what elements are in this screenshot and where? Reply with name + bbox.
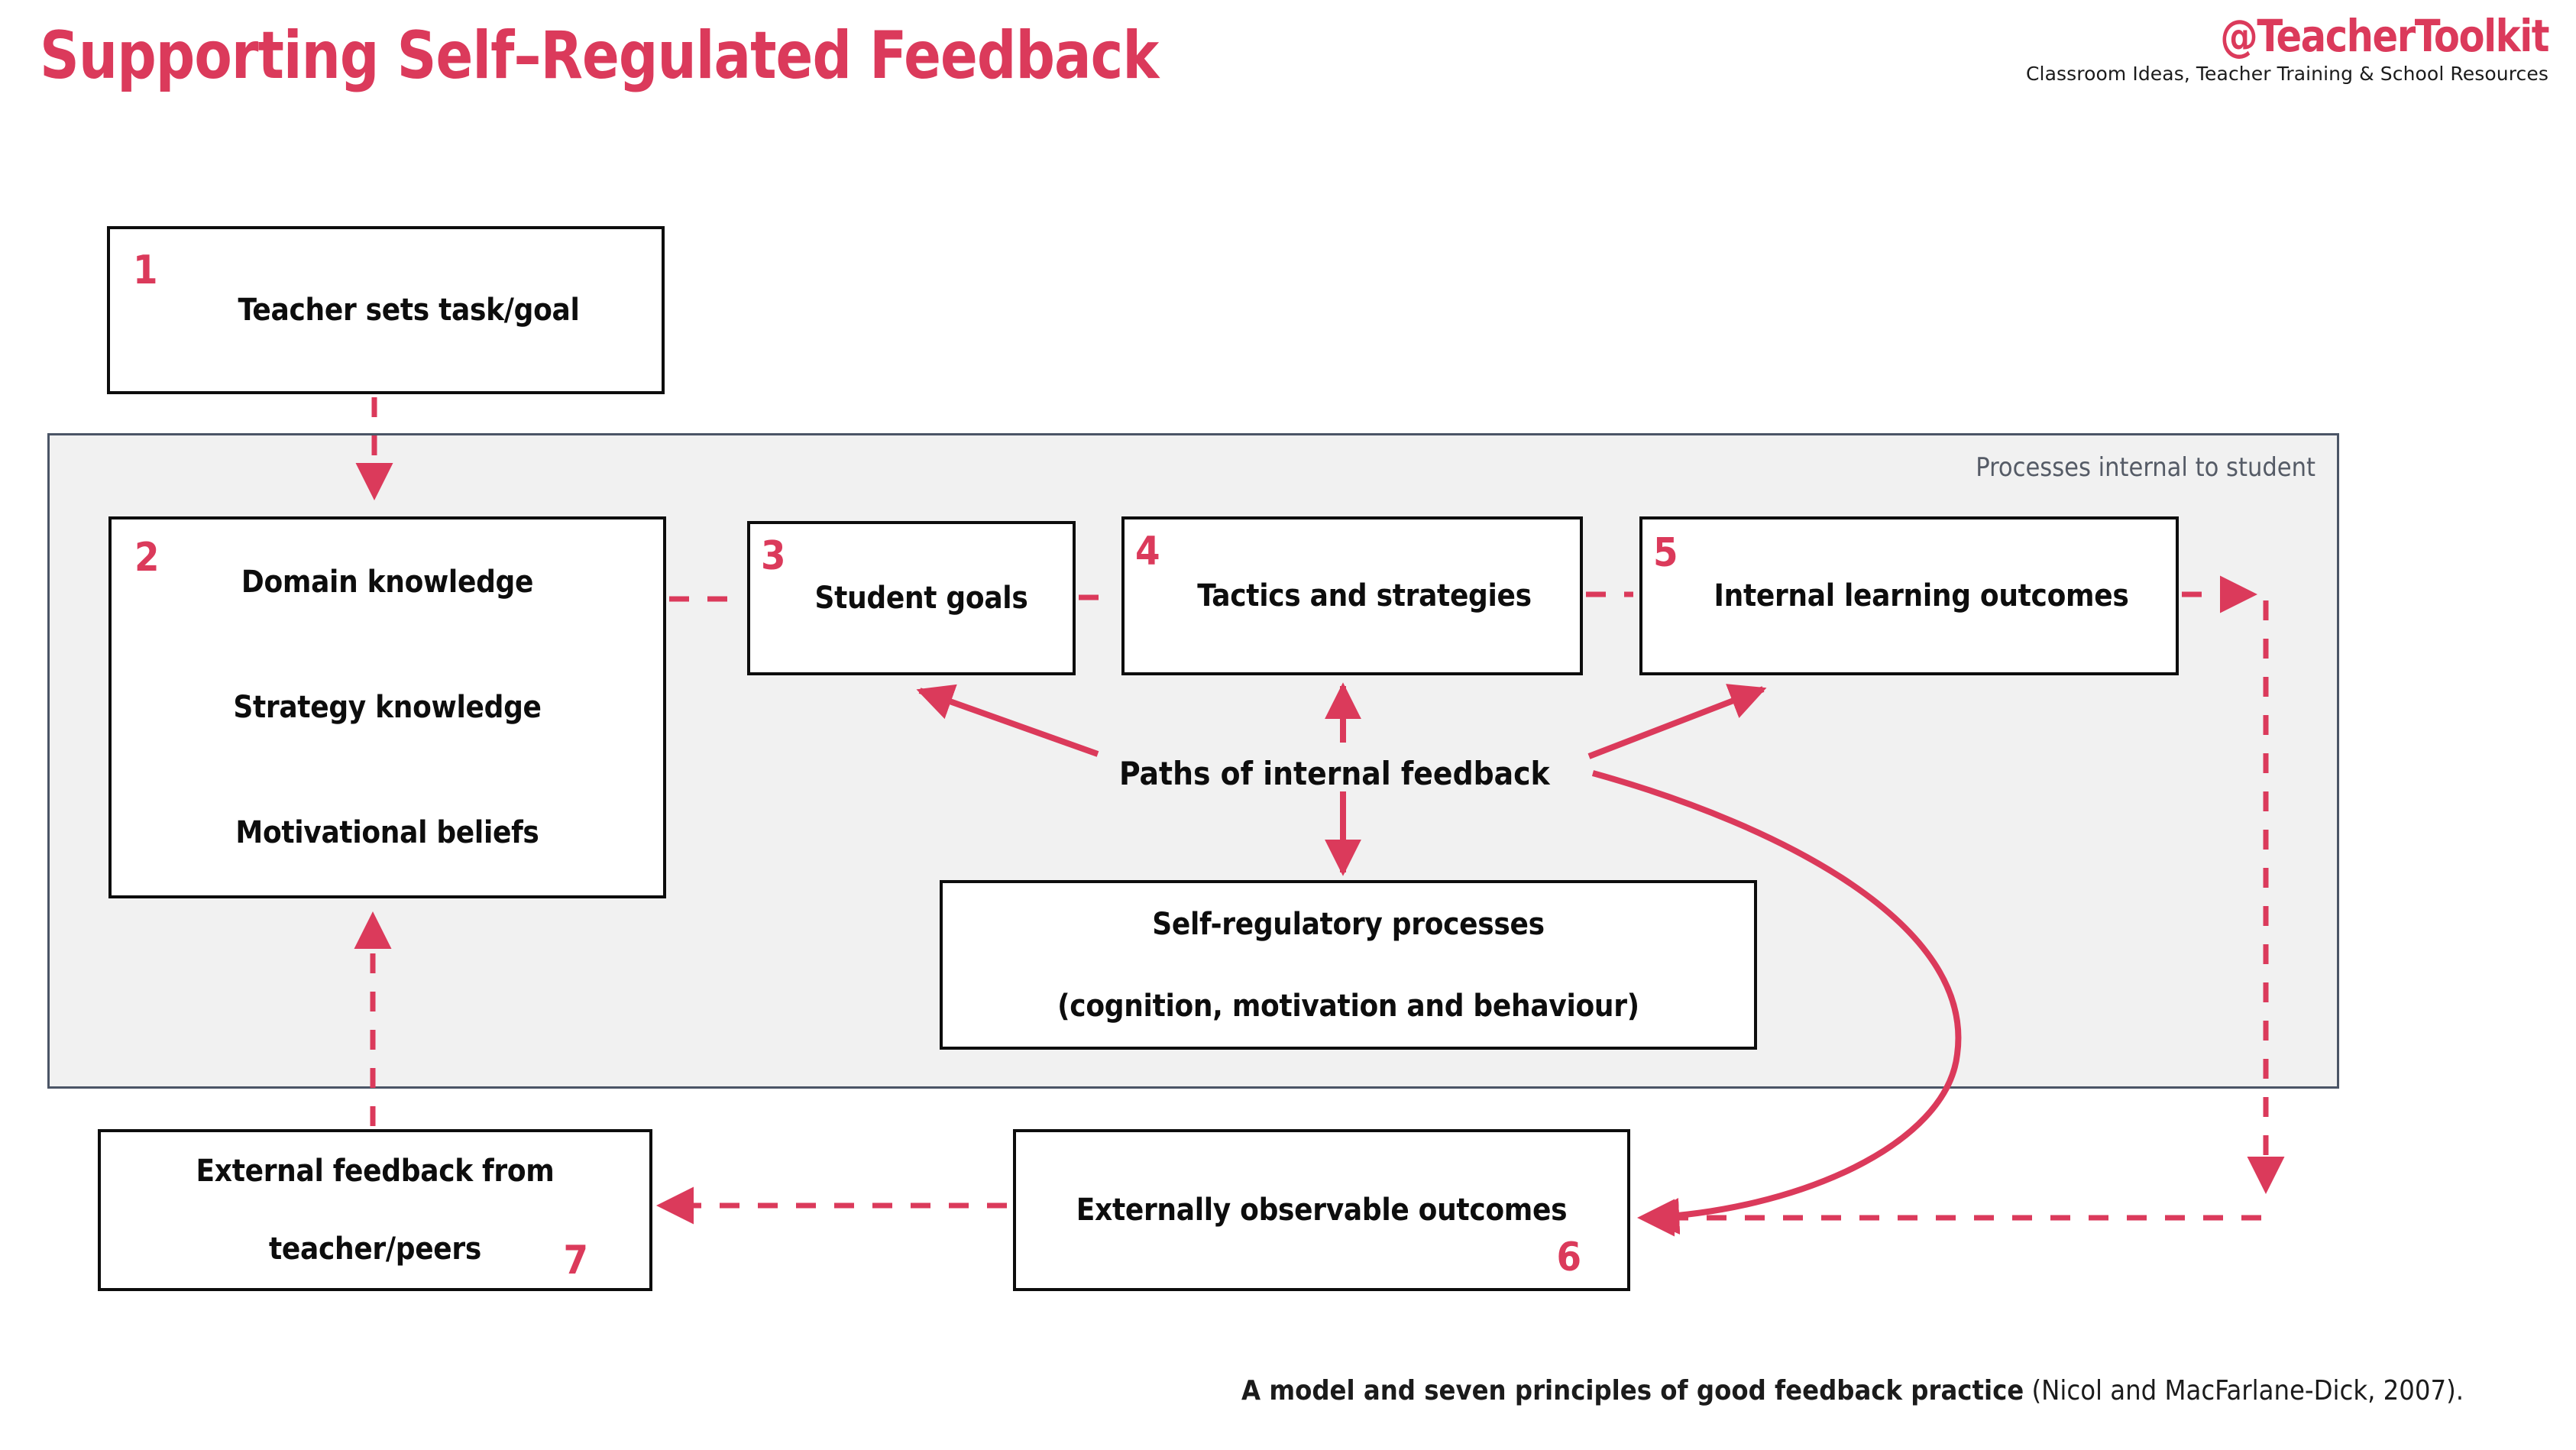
node-1-label: Teacher sets task/goal: [238, 293, 580, 328]
node-2-label-motivational-beliefs: Motivational beliefs: [235, 815, 539, 850]
node-5-badge: 5: [1653, 530, 1678, 576]
node-externally-observable-outcomes[interactable]: 6 Externally observable outcomes: [1013, 1129, 1630, 1291]
node-2-label-domain-knowledge: Domain knowledge: [241, 565, 534, 600]
node-6-label: Externally observable outcomes: [1076, 1193, 1568, 1228]
paths-of-internal-feedback-label: Paths of internal feedback: [1119, 755, 1550, 792]
node-7-label-line1: External feedback from: [196, 1154, 555, 1189]
node-1-badge: 1: [133, 248, 158, 293]
node-self-reg-label-title: Self-regulatory processes: [1152, 906, 1545, 942]
figure-caption: A model and seven principles of good fee…: [1241, 1375, 2464, 1406]
brand-name: @TeacherToolkit: [2220, 10, 2549, 62]
node-2-label-strategy-knowledge: Strategy knowledge: [233, 690, 542, 725]
node-external-feedback[interactable]: 7 External feedback from teacher/peers: [98, 1129, 652, 1291]
node-6-badge: 6: [1556, 1235, 1581, 1280]
node-student-knowledge[interactable]: 2 Domain knowledge Strategy knowledge Mo…: [108, 516, 666, 898]
node-7-label-line2: teacher/peers: [268, 1232, 482, 1267]
node-2-badge: 2: [134, 535, 160, 581]
brand-logo: @TeacherToolkit Classroom Ideas, Teacher…: [2025, 10, 2549, 85]
node-3-badge: 3: [761, 533, 786, 579]
node-7-badge: 7: [563, 1238, 588, 1283]
node-4-badge: 4: [1135, 529, 1160, 574]
node-self-reg-label-detail: (cognition, motivation and behaviour): [1057, 988, 1639, 1024]
brand-tagline: Classroom Ideas, Teacher Training & Scho…: [2025, 63, 2548, 85]
node-teacher-sets-task[interactable]: 1 Teacher sets task/goal: [107, 226, 665, 394]
node-internal-learning-outcomes[interactable]: 5 Internal learning outcomes: [1639, 516, 2179, 675]
node-4-label: Tactics and strategies: [1197, 578, 1532, 613]
panel-label: Processes internal to student: [1976, 452, 2315, 483]
node-5-label: Internal learning outcomes: [1714, 578, 2129, 613]
page-title: Supporting Self–Regulated Feedback: [40, 18, 1159, 94]
node-3-label: Student goals: [814, 581, 1028, 616]
node-student-goals[interactable]: 3 Student goals: [747, 521, 1076, 675]
node-tactics-and-strategies[interactable]: 4 Tactics and strategies: [1121, 516, 1583, 675]
node-self-regulatory-processes[interactable]: Self-regulatory processes (cognition, mo…: [940, 880, 1757, 1050]
caption-rest: (Nicol and MacFarlane-Dick, 2007).: [2024, 1375, 2464, 1406]
caption-bold: A model and seven principles of good fee…: [1241, 1375, 2024, 1406]
